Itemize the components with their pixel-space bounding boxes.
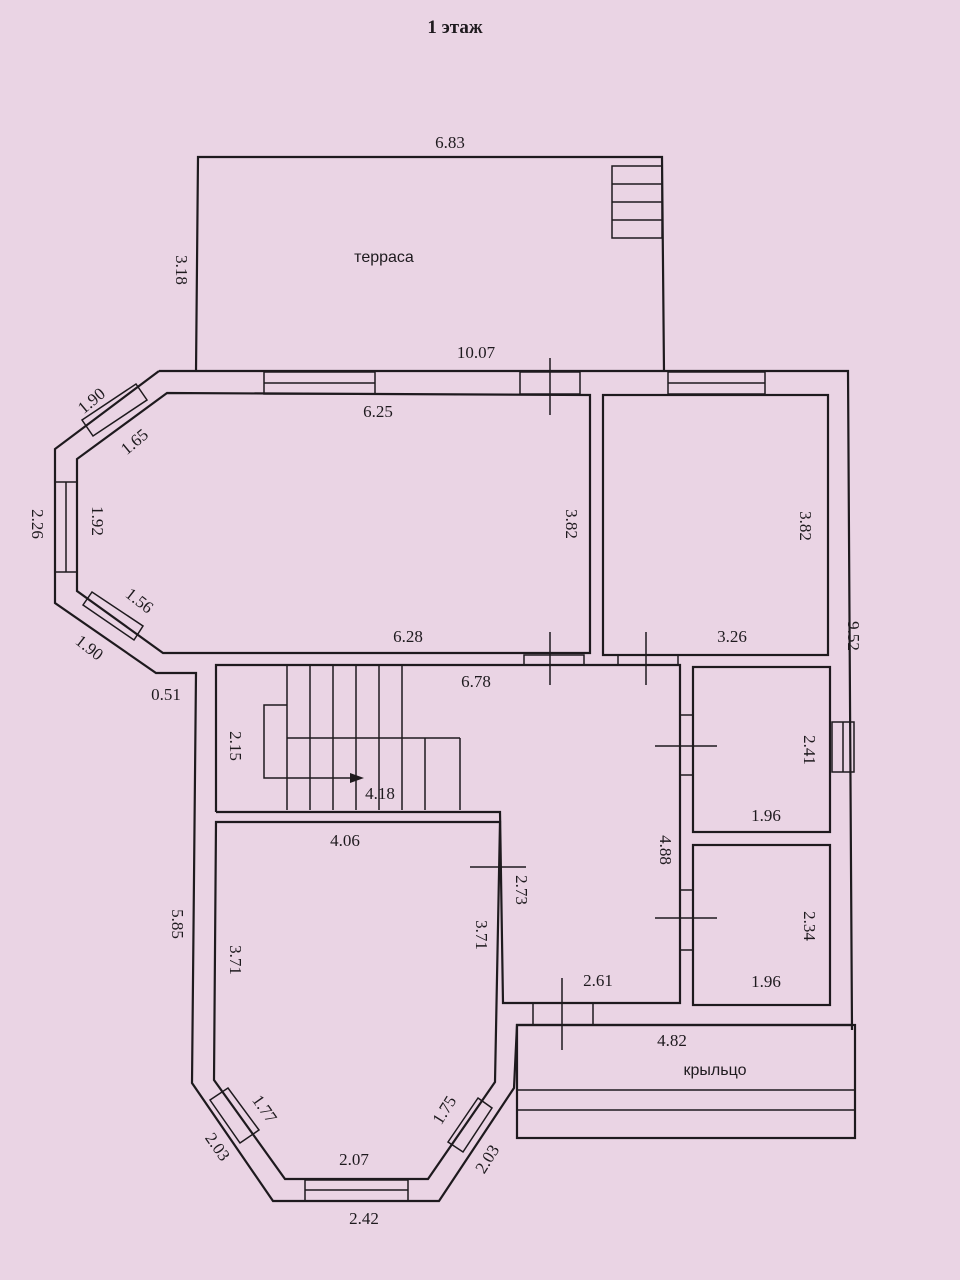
dim: 1.75	[428, 1092, 460, 1127]
dim: 2.73	[512, 875, 531, 905]
room-label-terrace: терраса	[354, 249, 414, 266]
dim: 3.71	[226, 945, 245, 975]
dim: 3.18	[172, 255, 191, 285]
dim: 4.18	[365, 784, 395, 803]
dim: 5.85	[168, 909, 187, 939]
dim: 2.61	[583, 971, 613, 990]
dim: 2.15	[226, 731, 245, 761]
dim: 2.26	[28, 509, 47, 539]
dim: 2.41	[800, 735, 819, 765]
dim: 3.26	[717, 627, 747, 646]
dim: 3.82	[562, 509, 581, 539]
dim: 3.82	[796, 511, 815, 541]
dim: 2.03	[201, 1129, 234, 1164]
dim: 1.96	[751, 972, 781, 991]
hall	[214, 663, 682, 1005]
dim: 6.25	[363, 402, 393, 421]
dim: 10.07	[457, 343, 496, 362]
dim: 4.82	[657, 1031, 687, 1050]
door-marks	[470, 358, 717, 1050]
room-2	[601, 393, 830, 657]
room-3	[212, 820, 502, 1181]
dim: 2.07	[339, 1150, 369, 1169]
dim: 2.42	[349, 1209, 379, 1228]
staircase	[263, 665, 461, 810]
room-label-porch: крыльцо	[684, 1062, 747, 1079]
dim: 1.92	[88, 506, 107, 536]
dim: 6.83	[435, 133, 465, 152]
dim: 0.51	[151, 685, 181, 704]
dim: 3.71	[472, 920, 491, 950]
dim: 6.78	[461, 672, 491, 691]
terrace	[194, 155, 666, 373]
dim: 1.96	[751, 806, 781, 825]
dim: 2.34	[800, 911, 819, 941]
dim: 4.88	[656, 835, 675, 865]
porch	[515, 1023, 857, 1140]
living-room	[75, 391, 592, 655]
dim: 9.52	[844, 621, 863, 651]
plan-title: 1 этаж	[427, 17, 483, 38]
dim: 6.28	[393, 627, 423, 646]
dim: 1.65	[117, 425, 152, 459]
dim: 4.06	[330, 831, 360, 850]
dim: 1.56	[122, 584, 157, 617]
